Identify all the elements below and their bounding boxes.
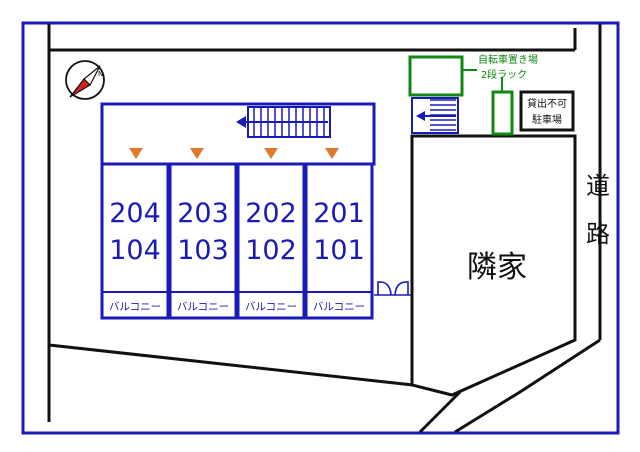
balcony-label: バルコニー xyxy=(177,301,229,313)
unit-lower-number: 101 xyxy=(313,235,365,266)
no-parking-label-2: 駐車場 xyxy=(532,113,562,126)
unit-block: 201 101 バルコニー xyxy=(304,162,374,320)
bicycle-parking-label: 自転車置き場 xyxy=(478,53,538,66)
unit-blocks: 204 104 バルコニー 203 103 バルコニー 202 102 バルコニー 201 101 バ… xyxy=(100,162,374,320)
road-label-2: 路 xyxy=(586,220,610,248)
building-staircase xyxy=(236,106,331,138)
unit-block: 203 103 バルコニー xyxy=(168,162,238,320)
unit-upper-number: 202 xyxy=(245,198,297,229)
site-bottom-boundary xyxy=(48,343,414,387)
unit-lower-number: 104 xyxy=(109,235,161,266)
entrance-marker-icon xyxy=(264,148,278,159)
balcony-label: バルコニー xyxy=(245,301,297,313)
side-staircase xyxy=(411,97,459,134)
unit-block: 204 104 バルコニー xyxy=(100,162,170,320)
no-parking-box: 貸出不可 駐車場 xyxy=(519,90,575,132)
unit-lower-number: 102 xyxy=(245,235,297,266)
entrance-marker-icon xyxy=(325,148,339,159)
road-label-1: 道 xyxy=(586,172,610,200)
bicycle-parking: 自転車置き場 2段ラック xyxy=(408,53,538,136)
neighbor-house xyxy=(410,134,577,397)
balcony-label: バルコニー xyxy=(109,301,161,313)
svg-text:N: N xyxy=(98,70,103,78)
unit-upper-number: 201 xyxy=(313,198,365,229)
unit-upper-number: 203 xyxy=(177,198,229,229)
no-parking-label-1: 貸出不可 xyxy=(527,97,567,110)
unit-block: 202 102 バルコニー xyxy=(236,162,306,320)
entrance-marker-icon xyxy=(190,148,204,159)
entrance-marker-icon xyxy=(129,148,143,159)
unit-lower-number: 103 xyxy=(177,235,229,266)
gate-icon xyxy=(374,281,411,296)
map-frame xyxy=(21,21,620,435)
neighbor-label: 隣家 xyxy=(467,250,527,285)
entrance-markers xyxy=(129,148,339,159)
balcony-label: バルコニー xyxy=(313,301,365,313)
bicycle-rack-label: 2段ラック xyxy=(481,68,527,81)
north-compass-icon: N xyxy=(65,60,105,100)
road-right-curve xyxy=(454,338,601,434)
neighbor-lower-edge xyxy=(418,390,462,434)
unit-upper-number: 204 xyxy=(109,198,161,229)
